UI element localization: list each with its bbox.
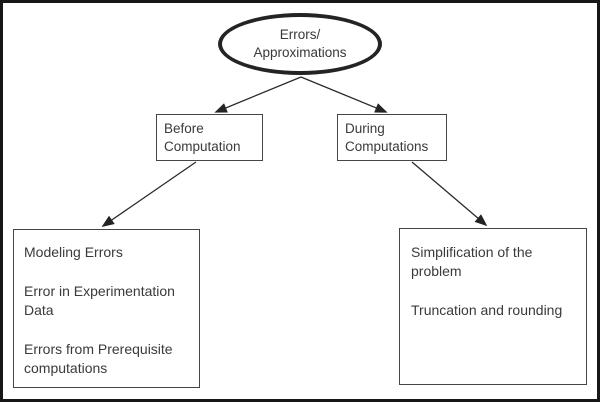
before-detail-item: Modeling Errors [24, 244, 123, 260]
before-computation-box: Before Computation [156, 114, 263, 161]
during-computations-label-line1: During [345, 120, 385, 136]
before-computation-label-line2: Computation [164, 138, 241, 154]
root-node-errors-approximations: Errors/ Approximations [218, 13, 382, 75]
before-detail-item: Errors from Prerequisite computations [24, 341, 173, 376]
before-computation-label-line1: Before [164, 120, 204, 136]
root-node-label-line2: Approximations [253, 45, 347, 60]
before-computation-details-box: Modeling Errors Error in Experimentation… [13, 229, 200, 388]
during-computations-details-box: Simplification of the problem Truncation… [399, 228, 587, 385]
during-detail-item: Truncation and rounding [411, 302, 563, 318]
during-computations-label-line2: Computations [345, 138, 429, 154]
before-detail-item: Error in Experimentation Data [24, 283, 175, 318]
arrow-root-to-before [214, 76, 302, 113]
root-node-label-line1: Errors/ [279, 27, 321, 42]
during-detail-item: Simplification of the problem [411, 244, 533, 279]
arrow-root-to-during [300, 76, 388, 113]
arrow-before-to-details [101, 161, 197, 227]
arrow-during-to-details [411, 161, 488, 227]
during-computations-box: During Computations [337, 114, 447, 161]
